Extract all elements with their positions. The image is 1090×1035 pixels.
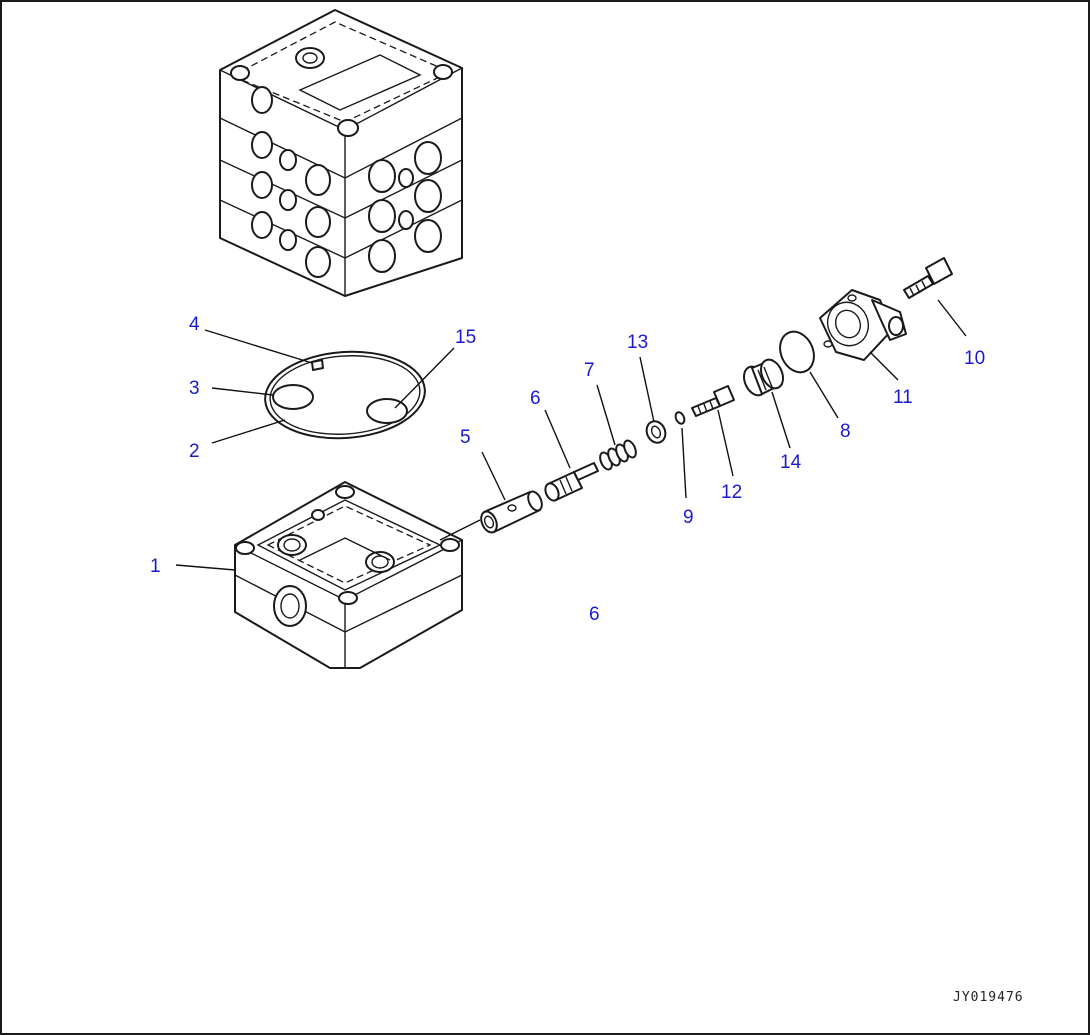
part-7-spring <box>599 439 637 471</box>
callout-13: 13 <box>627 332 649 353</box>
part-8-oring <box>779 330 815 374</box>
callout-8: 8 <box>840 421 851 442</box>
part-14-plug <box>743 358 784 397</box>
part-5-sleeve <box>480 490 543 534</box>
part-9-washer <box>674 411 686 425</box>
callout-14: 14 <box>780 452 802 473</box>
callout-10: 10 <box>964 348 986 369</box>
callout-12: 12 <box>721 482 743 503</box>
part-10-bolt <box>903 257 953 299</box>
callout-15: 15 <box>455 327 477 348</box>
callout-11: 11 <box>893 387 913 408</box>
part-11-flange <box>819 289 907 361</box>
callout-6a: 6 <box>530 388 541 409</box>
leader-lines <box>175 299 967 571</box>
callout-3: 3 <box>189 378 200 399</box>
part-3-seal <box>272 384 314 410</box>
callout-4: 4 <box>189 314 200 335</box>
callout-1: 1 <box>150 556 161 577</box>
part-1-valve-body <box>234 481 463 669</box>
callout-5: 5 <box>460 427 471 448</box>
drawing-id-label: JY019476 <box>953 990 1024 1005</box>
part-4-pin <box>311 359 324 371</box>
callout-6b: 6 <box>589 604 600 625</box>
valve-stack-assembly <box>219 9 463 297</box>
part-13-cap <box>645 420 667 444</box>
callout-7: 7 <box>584 360 595 381</box>
part-12-screw <box>691 385 735 417</box>
part-6-spool <box>544 462 599 502</box>
callout-9: 9 <box>683 507 694 528</box>
callout-2: 2 <box>189 441 200 462</box>
